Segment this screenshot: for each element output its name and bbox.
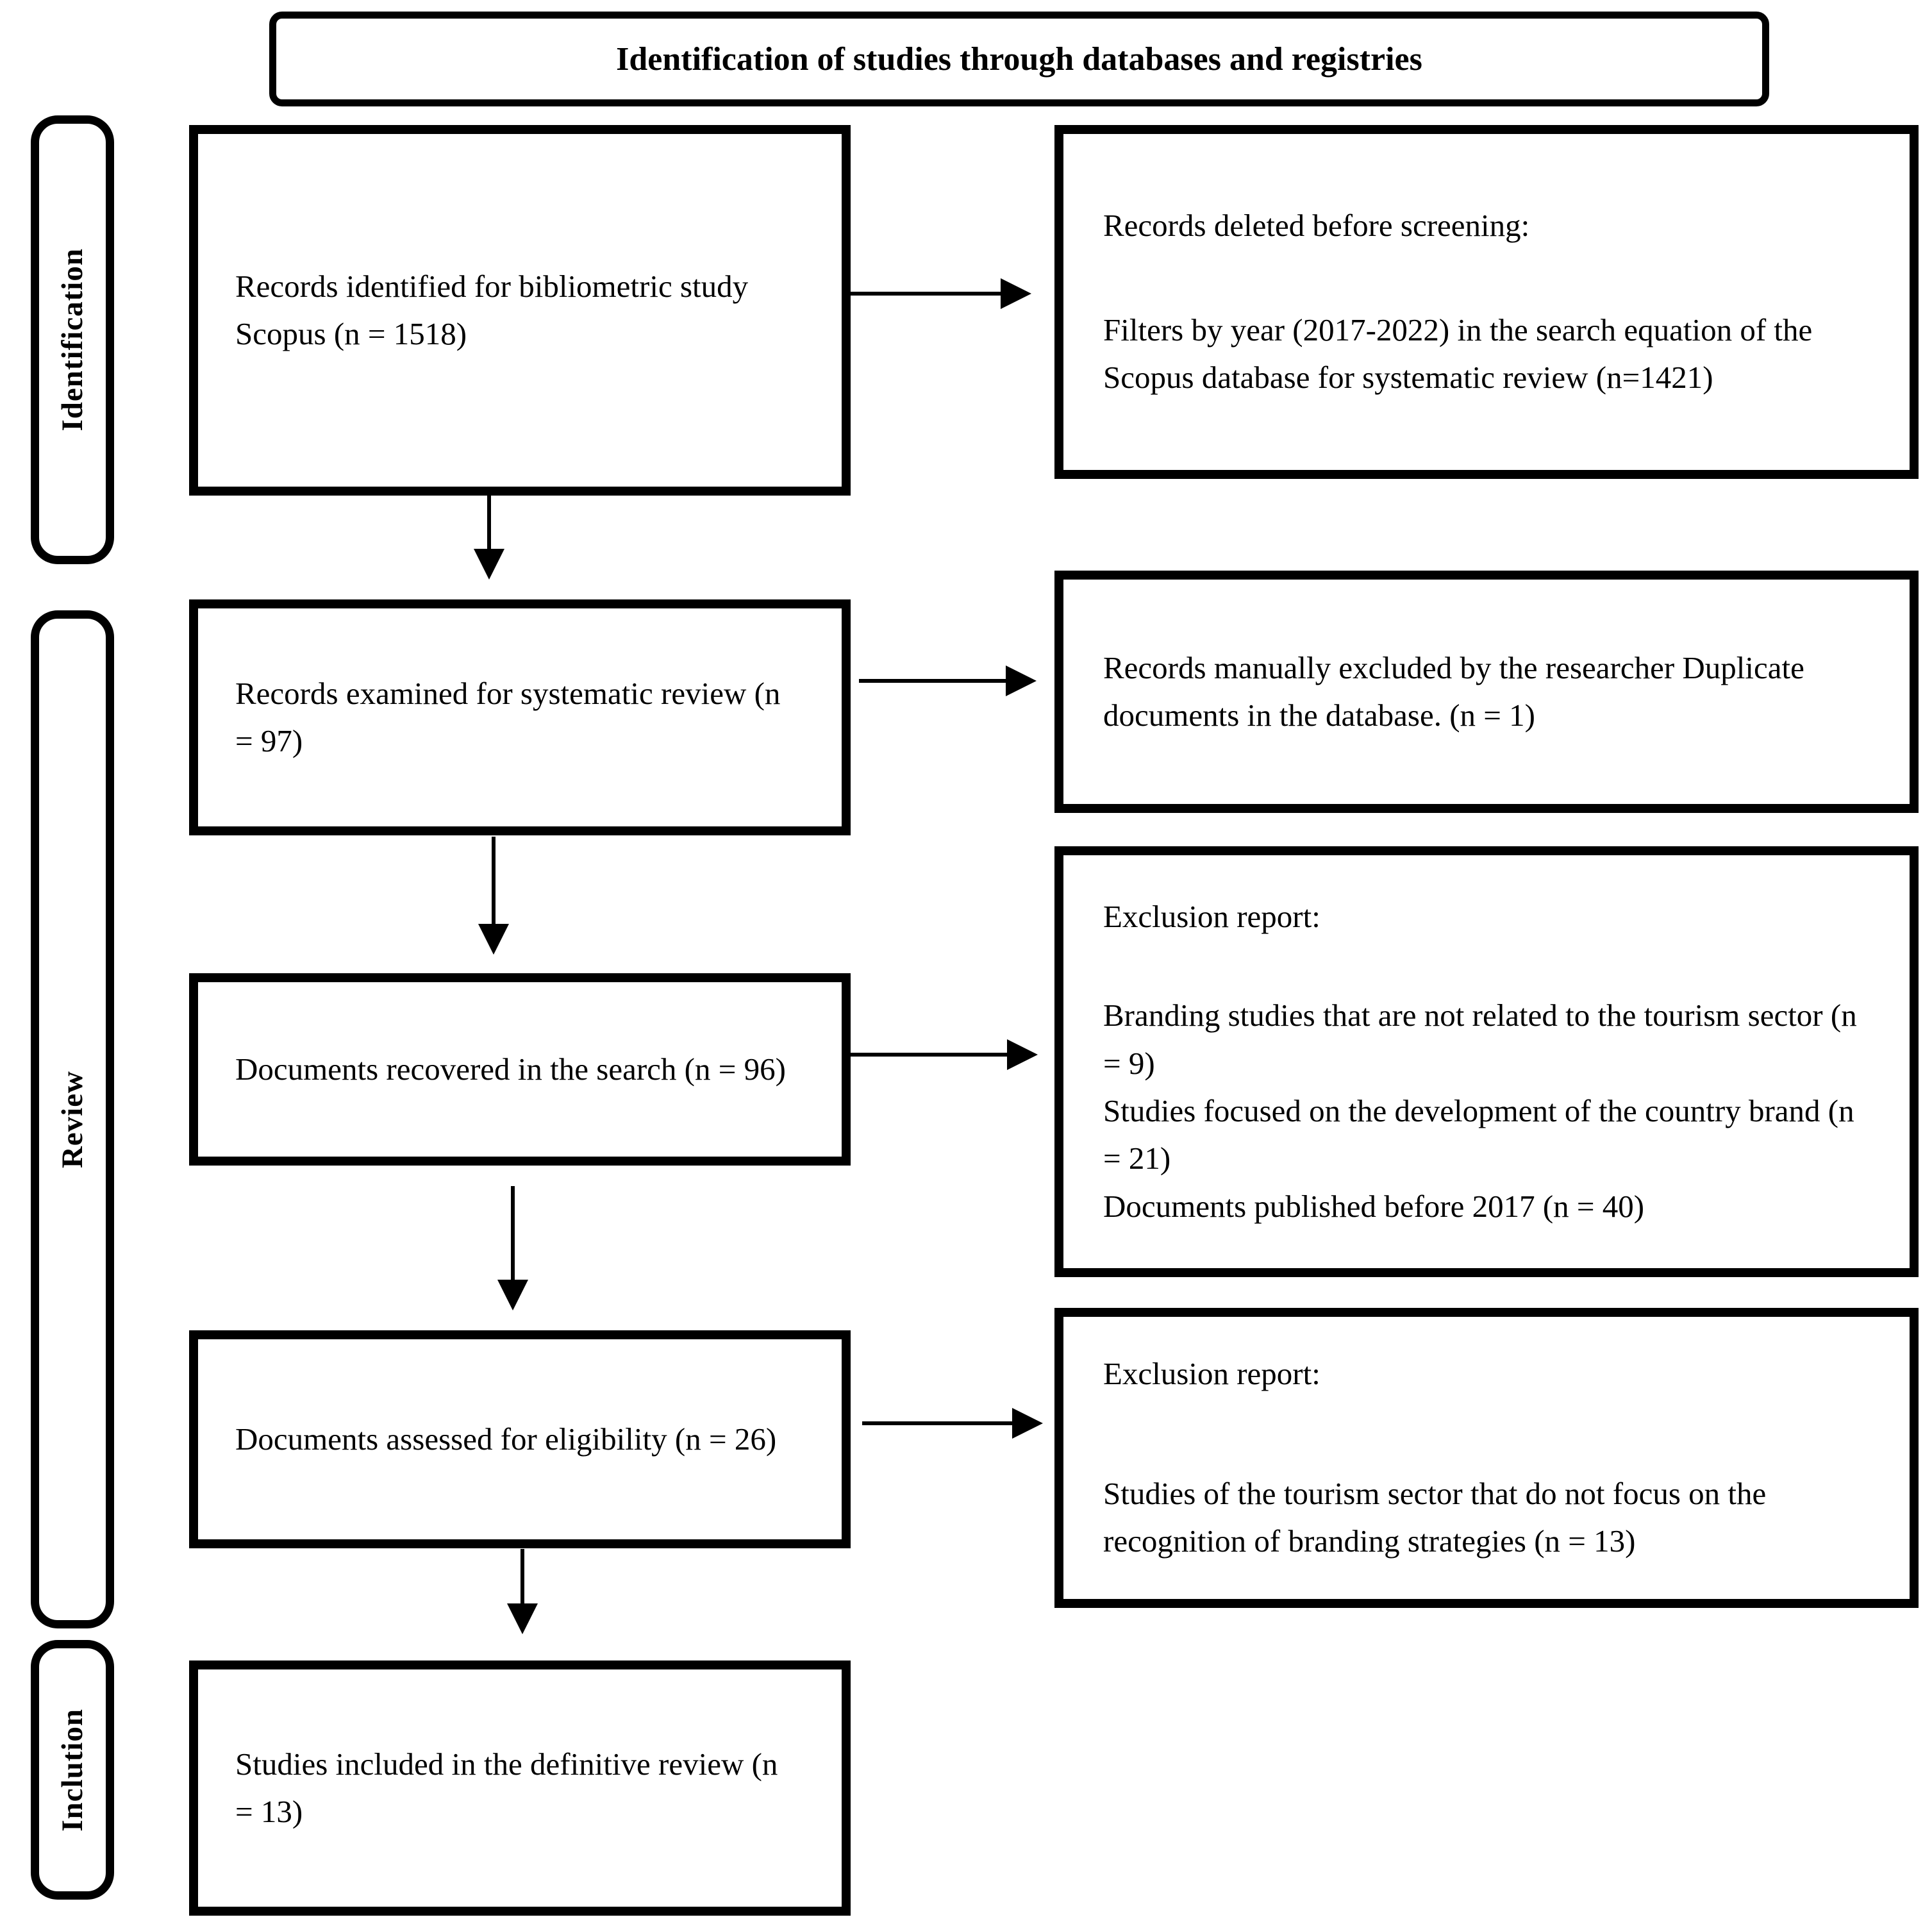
box-exclusion-report-2: Exclusion report: Studies of the tourism…	[1054, 1308, 1919, 1608]
stage-label-inclusion-text: Inclution	[56, 1708, 89, 1832]
box-records-manually-excluded: Records manually excluded by the researc…	[1054, 571, 1919, 813]
stage-label-identification: Identification	[31, 115, 114, 564]
box-records-examined-text: Records examined for systematic review (…	[235, 675, 781, 758]
box-exclusion-report-2-body: Studies of the tourism sector that do no…	[1103, 1475, 1767, 1559]
box-records-deleted-body: Filters by year (2017-2022) in the searc…	[1103, 312, 1813, 396]
box-exclusion-report-1-heading: Exclusion report:	[1103, 898, 1320, 934]
box-records-identified: Records identified for bibliometric stud…	[189, 125, 851, 496]
box-documents-recovered-text: Documents recovered in the search (n = 9…	[235, 1051, 786, 1087]
box-studies-included-text: Studies included in the definitive revie…	[235, 1746, 778, 1829]
box-records-deleted-heading: Records deleted before screening:	[1103, 208, 1530, 244]
box-documents-recovered: Documents recovered in the search (n = 9…	[189, 973, 851, 1166]
box-exclusion-report-2-heading: Exclusion report:	[1103, 1356, 1320, 1392]
stage-label-review-text: Review	[56, 1070, 89, 1169]
box-records-examined: Records examined for systematic review (…	[189, 599, 851, 835]
diagram-title-box: Identification of studies through databa…	[269, 12, 1769, 106]
box-documents-assessed: Documents assessed for eligibility (n = …	[189, 1330, 851, 1548]
box-exclusion-report-1-item3: Documents published before 2017 (n = 40)	[1103, 1188, 1645, 1224]
stage-label-identification-text: Identification	[56, 248, 89, 431]
box-exclusion-report-1-item1: Branding studies that are not related to…	[1103, 998, 1857, 1081]
box-exclusion-report-1: Exclusion report: Branding studies that …	[1054, 846, 1919, 1277]
stage-label-review: Review	[31, 610, 114, 1628]
stage-label-inclusion: Inclution	[31, 1640, 114, 1900]
box-studies-included: Studies included in the definitive revie…	[189, 1660, 851, 1916]
diagram-title: Identification of studies through databa…	[616, 40, 1422, 78]
box-records-deleted-before-screening: Records deleted before screening: Filter…	[1054, 125, 1919, 479]
box-records-identified-text: Records identified for bibliometric stud…	[235, 268, 749, 351]
box-records-manually-excluded-text: Records manually excluded by the researc…	[1103, 649, 1804, 733]
box-exclusion-report-1-item2: Studies focused on the development of th…	[1103, 1093, 1854, 1176]
box-documents-assessed-text: Documents assessed for eligibility (n = …	[235, 1421, 777, 1457]
